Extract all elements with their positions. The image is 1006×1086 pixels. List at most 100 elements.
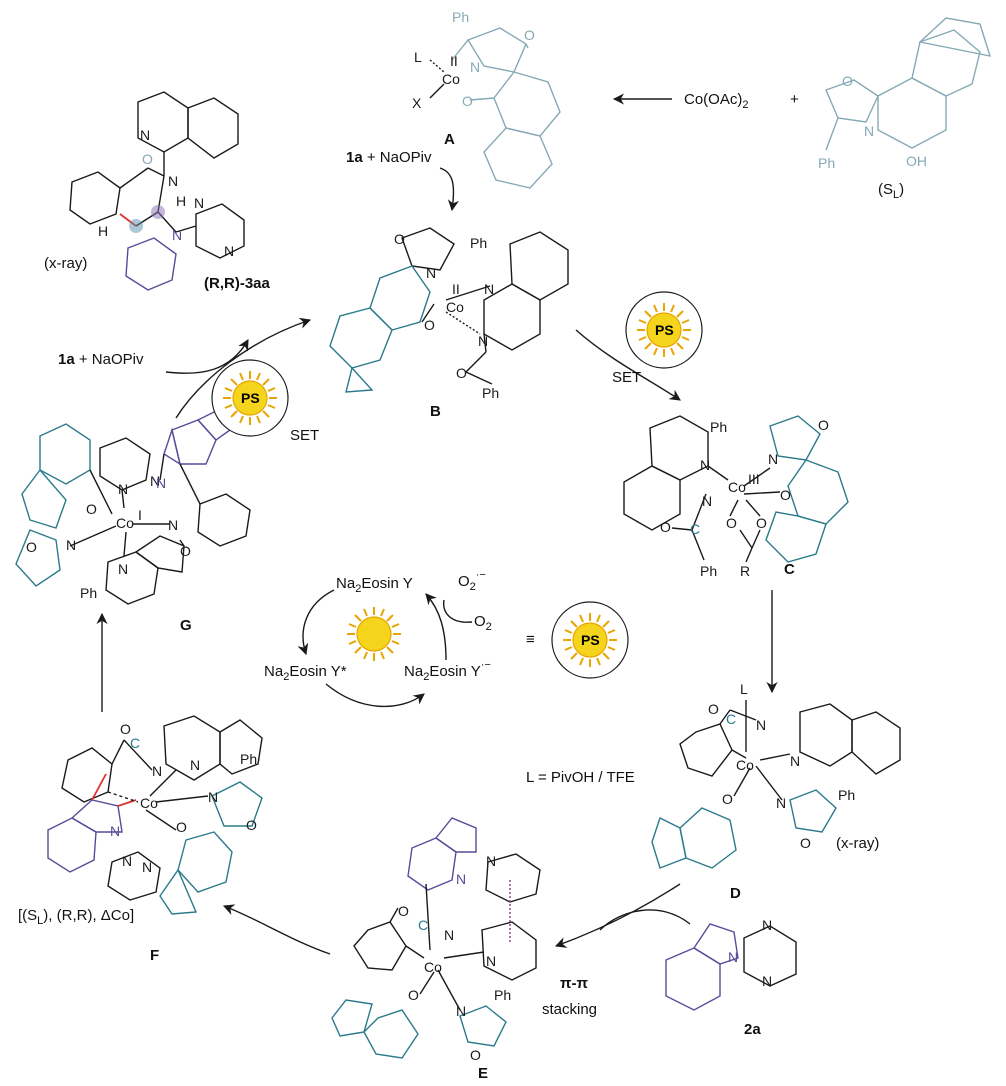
G-n-quin: N	[118, 561, 128, 577]
ps-label-center: PS	[581, 632, 600, 648]
F-n-amide: N	[152, 763, 162, 779]
E-n-quin: N	[486, 953, 496, 969]
G-n-amide: N	[168, 517, 178, 533]
substrate-2a: N N N 2a	[665, 917, 797, 1038]
A-n-atom: N	[470, 59, 480, 75]
E-co-atom: Co	[424, 959, 442, 975]
pi-pi-label: π-π	[560, 975, 588, 992]
2a-n-indole: N	[728, 949, 738, 965]
complex-D: L O C N Co N O N Ph O (x-ray) D	[651, 681, 901, 902]
F-n-pyr-1: N	[122, 853, 132, 869]
D-n-ox: N	[776, 795, 786, 811]
A-ph-label: Ph	[452, 9, 469, 25]
D-ph-label: Ph	[838, 787, 855, 803]
C-co-oxidation: III	[748, 471, 760, 487]
SL-oh-group: OH	[906, 153, 927, 169]
A-co-atom: Co	[442, 71, 460, 87]
B-co-oxidation: II	[452, 281, 460, 297]
label-SL: (SL)	[878, 181, 904, 201]
F-n-pyr-2: N	[142, 859, 152, 875]
B-o-ring: O	[394, 231, 405, 247]
label-B: B	[430, 403, 441, 420]
product-n-quin: N	[140, 127, 150, 143]
B-o-carbonyl: O	[456, 365, 467, 381]
arrow-D-to-E	[554, 883, 681, 948]
oxygen-label: O2	[474, 613, 492, 633]
E-ph-label: Ph	[494, 987, 511, 1003]
C-r-group: R	[740, 563, 750, 579]
B-ph-benzoyl: Ph	[482, 385, 499, 401]
arrow-E-to-F	[222, 904, 331, 955]
ps-label-left: PS	[241, 390, 260, 406]
set-label-1: SET	[612, 369, 641, 386]
SL-o-atom: O	[842, 73, 853, 89]
C-o-acetate-2: O	[756, 515, 767, 531]
set-label-2: SET	[290, 427, 319, 444]
product-o-carbonyl: O	[142, 151, 153, 167]
eosin-excited-label: Na2Eosin Y*	[264, 663, 347, 683]
product-n-pyr-2: N	[224, 243, 234, 259]
product-label: (R,R)-3aa	[204, 275, 271, 292]
G-n-pyr-1: N	[118, 481, 128, 497]
arrow-SET-reduction	[325, 683, 425, 708]
arrow-G-to-B	[175, 317, 312, 419]
D-l-ligand: L	[740, 681, 748, 697]
complex-B: O Ph N Co II N O N O Ph B	[329, 227, 569, 420]
D-c-atom: C	[726, 711, 736, 727]
arrow-excitation	[297, 589, 335, 656]
label-C: C	[784, 561, 795, 578]
plus-sign: +	[790, 91, 799, 108]
F-stereo-descriptor: [(SL), (R,R), ΔCo]	[18, 907, 134, 927]
complex-C: Ph N N O Co III N O O O O C Ph R C	[623, 415, 849, 579]
G-co-oxidation: I	[138, 507, 142, 523]
arrow-oxygen	[443, 599, 473, 623]
product-h-1: H	[176, 193, 186, 209]
D-o-phenol: O	[722, 791, 733, 807]
C-n-quin: N	[700, 457, 710, 473]
F-n-quin: N	[190, 757, 200, 773]
label-G: G	[180, 617, 192, 634]
E-o-phenol: O	[408, 987, 419, 1003]
arrow-2a-merge	[599, 909, 691, 931]
D-n-quin: N	[790, 753, 800, 769]
complex-F: O C N N Ph Co N O N O N N [(SL), (R,R), …	[18, 715, 263, 964]
arrow-to-product	[165, 339, 249, 374]
superoxide-label: O2·−	[458, 569, 486, 593]
F-c-atom: C	[130, 735, 140, 751]
C-o-ring: O	[818, 417, 829, 433]
G-o-carbonyl: O	[180, 543, 191, 559]
C-c-atom: C	[690, 521, 700, 537]
E-n-pyr: N	[486, 853, 496, 869]
F-o-carbonyl: O	[120, 721, 131, 737]
product-h-2: H	[98, 223, 108, 239]
G-o-ring: O	[26, 539, 37, 555]
B-co-atom: Co	[446, 299, 464, 315]
A-l-ligand: L	[414, 49, 422, 65]
E-o-carbonyl: O	[398, 903, 409, 919]
product-n-pyr-1: N	[194, 195, 204, 211]
A-co-oxidation: II	[450, 53, 458, 69]
B-n-quin: N	[484, 281, 494, 297]
C-o-acetate-1: O	[726, 515, 737, 531]
reagent-top: 1a + NaOPiv	[346, 149, 432, 166]
complex-A: Ph Co II N O O L X A	[412, 9, 561, 189]
equivalence-symbol: ≡	[526, 631, 535, 648]
D-o-carbonyl: O	[708, 701, 719, 717]
F-co-atom: Co	[140, 795, 158, 811]
D-o-ring: O	[800, 835, 811, 851]
label-2a: 2a	[744, 1021, 761, 1038]
photoredox-cycle: Na2Eosin Y Na2Eosin Y* Na2Eosin Y·− O2·−…	[264, 569, 629, 708]
2a-n-pyr-2: N	[762, 973, 772, 989]
C-n-ox: N	[768, 451, 778, 467]
A-o-ring: O	[524, 27, 535, 43]
D-n-amide: N	[756, 717, 766, 733]
SL-ph-label: Ph	[818, 155, 835, 171]
stacking-label: stacking	[542, 1001, 597, 1018]
E-n-amide: N	[444, 927, 454, 943]
F-o-ring: O	[246, 817, 257, 833]
arrow-regeneration	[425, 593, 447, 661]
C-n-amide: N	[702, 493, 712, 509]
C-o-carbonyl: O	[660, 519, 671, 535]
E-n-ox: N	[456, 1003, 466, 1019]
B-n-amide: N	[478, 333, 488, 349]
